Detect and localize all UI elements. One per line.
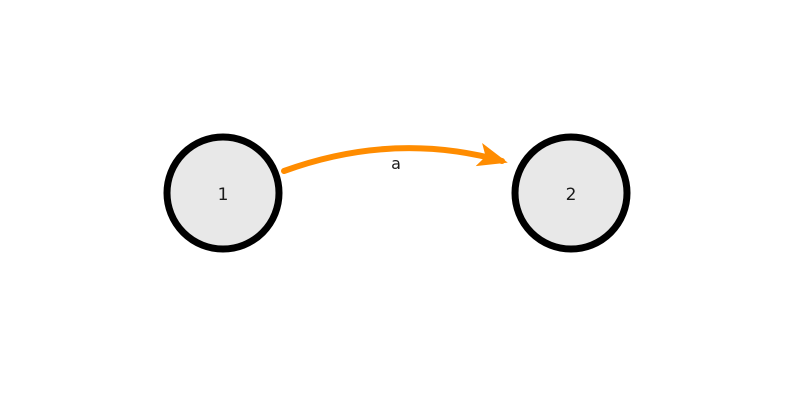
node-group-2: 2 [511, 133, 631, 253]
node-label: 2 [566, 185, 577, 205]
node-group-1: 1 [163, 133, 283, 253]
transition-group: a [281, 143, 508, 174]
state-node[interactable] [511, 133, 631, 253]
state-node[interactable] [163, 133, 283, 253]
transition-label: a [391, 154, 401, 173]
node-label: 1 [218, 185, 229, 205]
transition-path[interactable] [281, 143, 508, 174]
